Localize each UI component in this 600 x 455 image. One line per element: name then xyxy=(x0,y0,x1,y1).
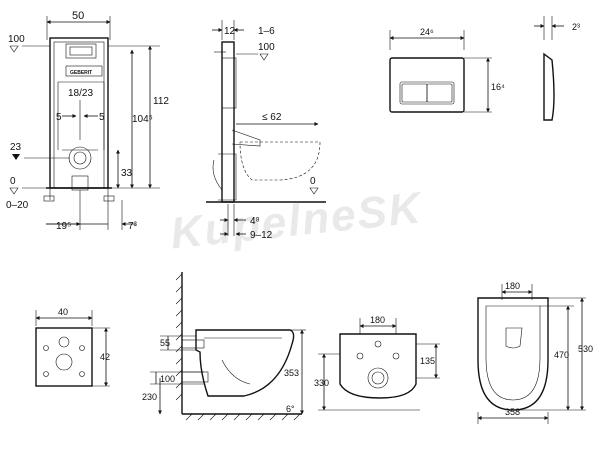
offset-right-label: 5 xyxy=(99,112,105,123)
back-dim-180: 180 xyxy=(370,315,385,325)
top-dim-530: 530 xyxy=(578,344,593,354)
top-dim-180: 180 xyxy=(505,281,520,291)
top-range-label: 1–6 xyxy=(258,26,275,37)
frame-width-label: 50 xyxy=(72,10,84,22)
drain-height-label: 33 xyxy=(121,168,133,179)
flush-button-small xyxy=(401,83,428,103)
floor-range-label: 0–20 xyxy=(6,200,29,211)
plate-height-label: 16⁴ xyxy=(491,82,505,92)
bowl-side-view: 55 100 230 353 6° xyxy=(142,272,306,421)
svg-text:GEBERIT: GEBERIT xyxy=(70,70,92,76)
watermark-text: KupelneSK xyxy=(168,183,426,258)
plate-width-label: 24⁶ xyxy=(420,27,434,37)
flush-pipe-label: 18/23 xyxy=(68,88,93,99)
offset-left-label: 5 xyxy=(56,112,62,123)
side-floor-label: 0 xyxy=(310,176,316,187)
bowl-dim-100: 100 xyxy=(160,374,175,384)
bowl-dim-353: 353 xyxy=(284,368,299,378)
bottom-left-label: 19⁵ xyxy=(56,221,71,232)
flush-plate-side: 2³ xyxy=(534,16,580,121)
bowl-top-view: 180 470 530 358 xyxy=(477,281,593,424)
top-depth-label: 12 xyxy=(224,26,236,37)
frame-height-label: 104⁵ xyxy=(132,114,153,125)
projection-label: ≤ 62 xyxy=(262,112,282,123)
depth-small-label: 4⁸ xyxy=(250,216,260,227)
flush-height-label: 112 xyxy=(153,96,169,107)
top-dim-358: 358 xyxy=(505,407,520,417)
frame-front-view: 50 GEBERIT 18/23 5 5 100 23 xyxy=(6,10,169,232)
revision-plate-outline xyxy=(35,327,93,387)
bowl-back-outline xyxy=(339,333,417,399)
bowl-dim-55: 55 xyxy=(160,338,170,348)
flush-button-large xyxy=(426,83,453,103)
bottom-right-label: 7³ xyxy=(128,221,138,232)
top-level-label: 100 xyxy=(8,34,25,45)
floor-label: 0 xyxy=(10,176,16,187)
flush-plate-front: 24⁶ 16⁴ xyxy=(389,27,505,113)
bowl-back-view: 180 135 330 xyxy=(314,315,440,411)
side-top-level-label: 100 xyxy=(258,42,275,53)
revision-height-label: 42 xyxy=(100,352,110,362)
back-dim-135: 135 xyxy=(420,356,435,366)
depth-range-label: 9–12 xyxy=(250,230,273,241)
flush-plate-outline xyxy=(389,57,465,113)
revision-plate: 40 42 xyxy=(35,307,110,387)
bowl-dim-230: 230 xyxy=(142,392,157,402)
bowl-top-outline xyxy=(477,297,549,411)
bowl-dim-6: 6° xyxy=(286,404,295,414)
plate-thickness-label: 2³ xyxy=(572,22,580,32)
back-dim-330: 330 xyxy=(314,378,329,388)
revision-width-label: 40 xyxy=(58,307,68,317)
side-view: 12 1–6 100 ≤ 62 0 4⁸ 9–12 xyxy=(206,20,326,241)
top-dim-470: 470 xyxy=(554,350,569,360)
drain-level-label: 23 xyxy=(10,142,22,153)
